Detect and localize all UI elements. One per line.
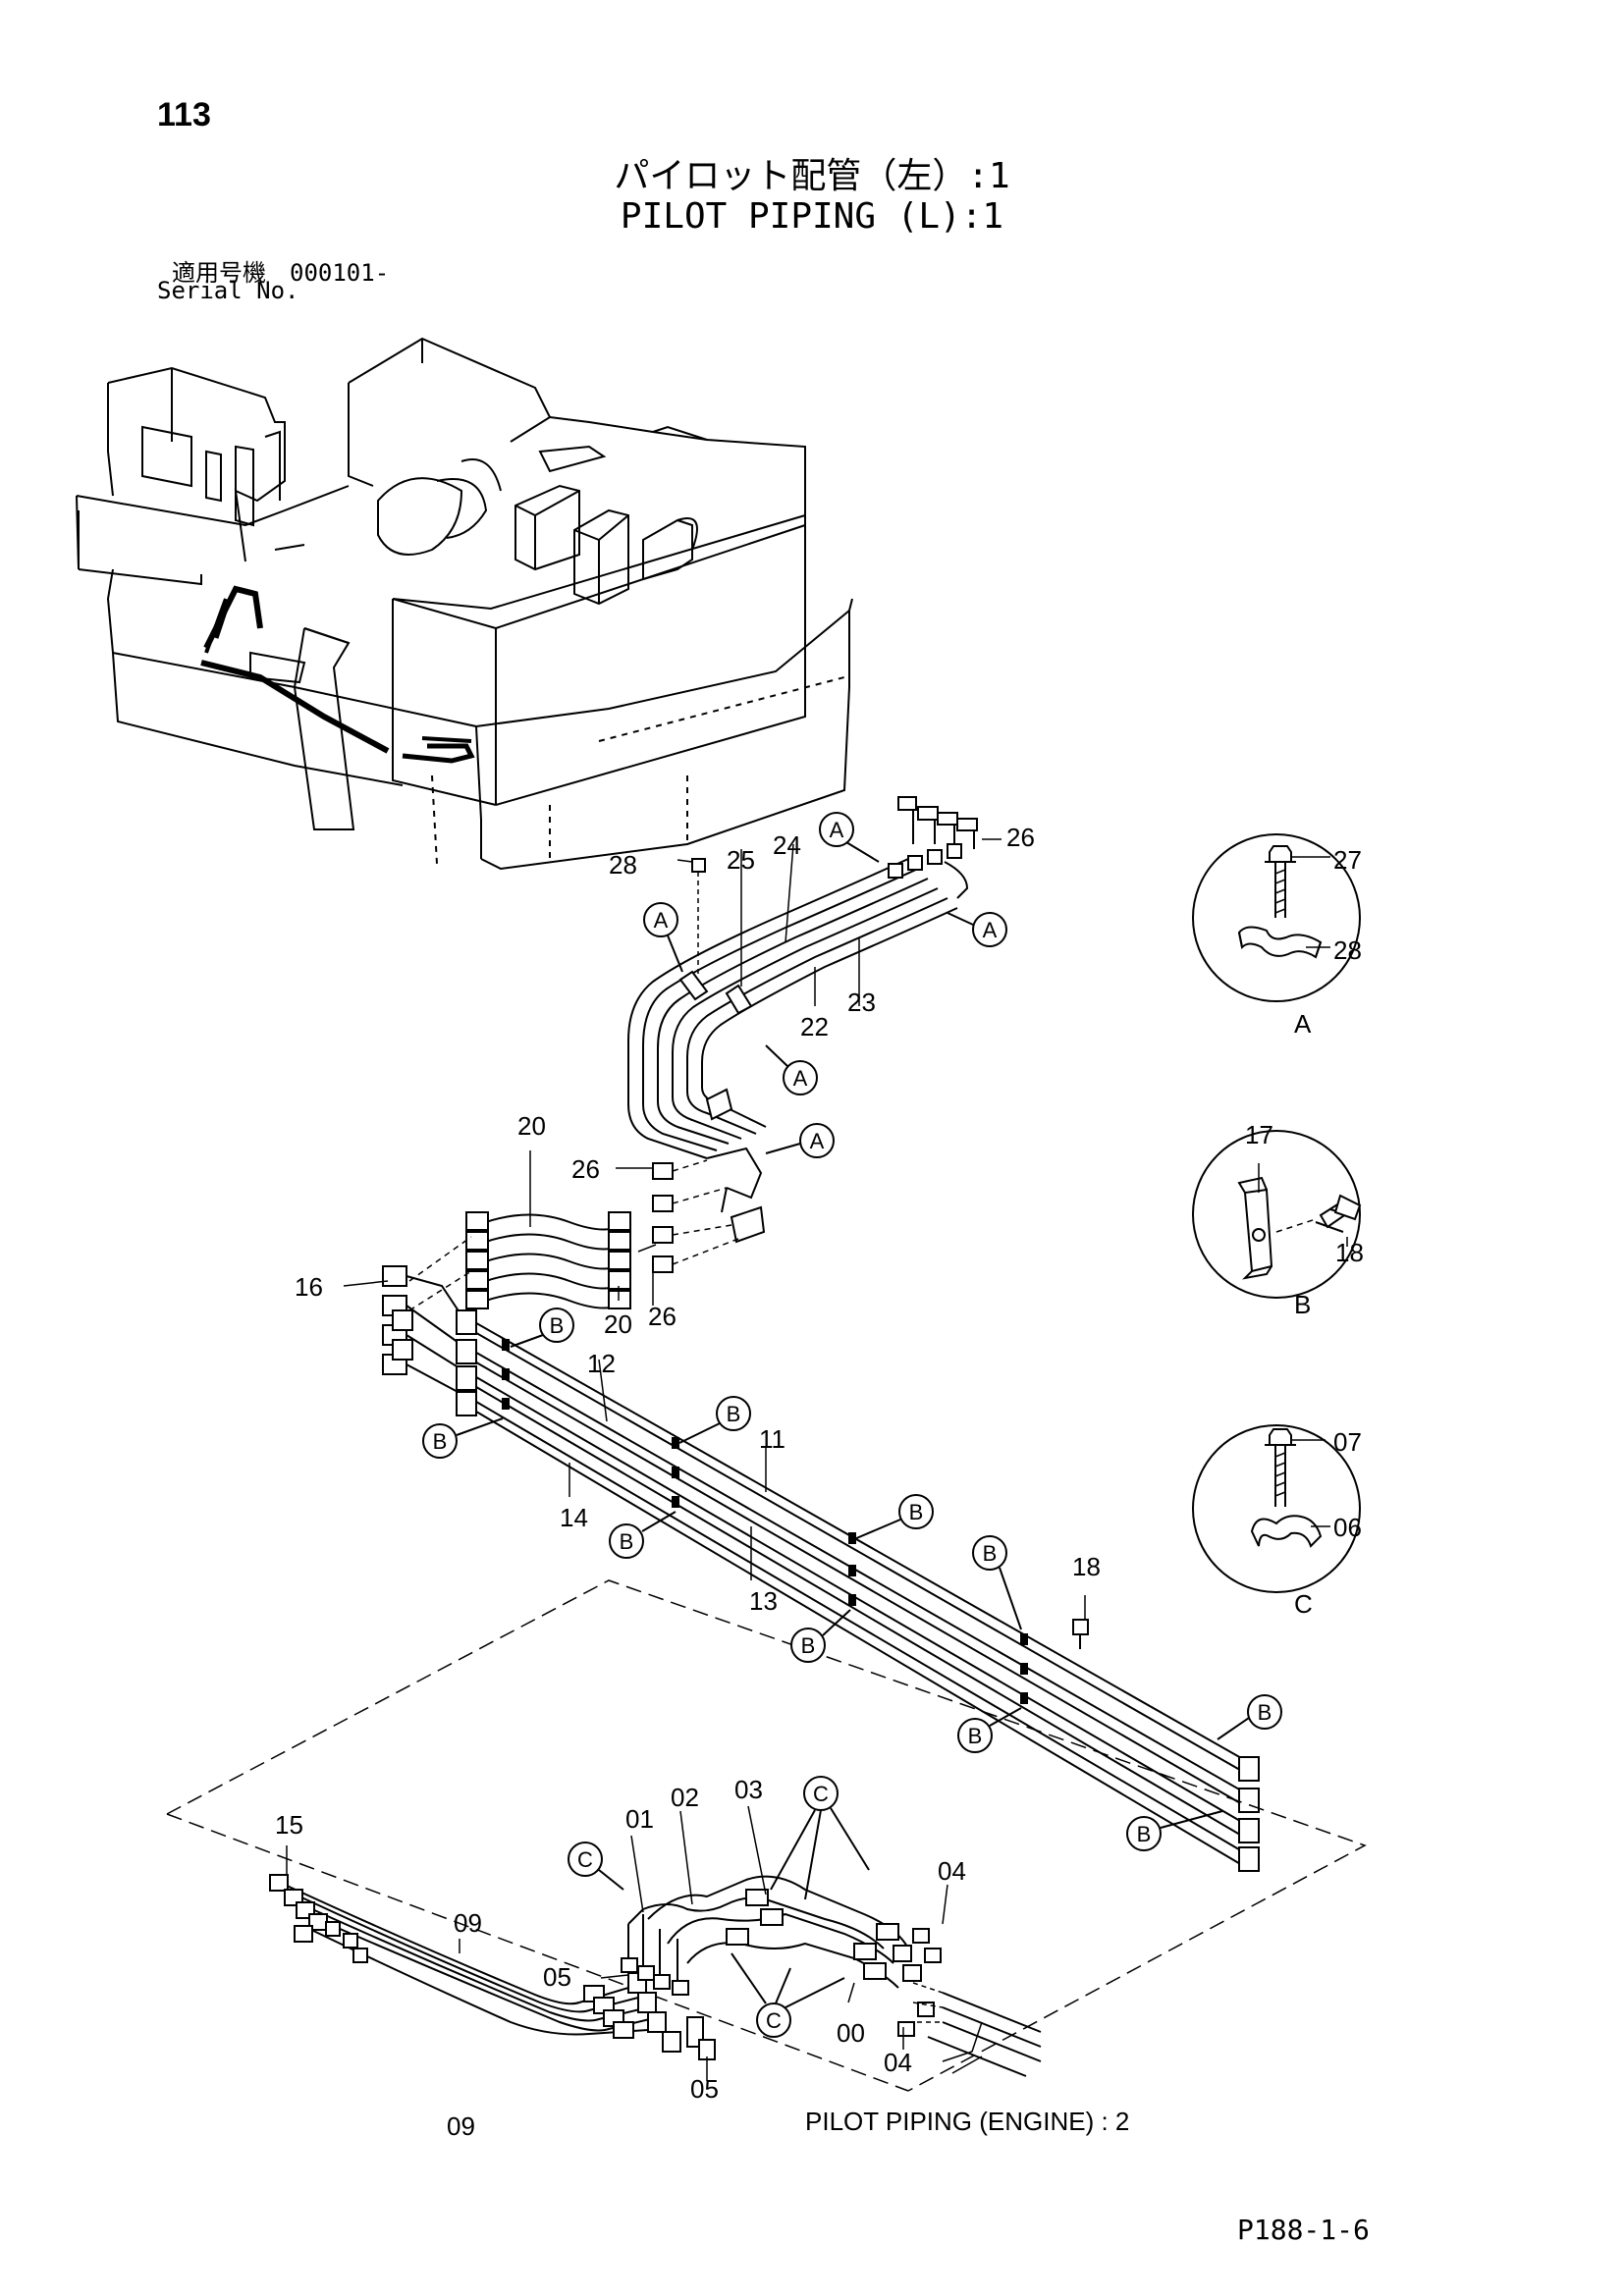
part-20-hoses bbox=[408, 1211, 631, 1311]
upper-pilot-hoses bbox=[627, 796, 978, 1273]
callout-a-3-letter: A bbox=[983, 918, 998, 942]
figure-code: P188-1-6 bbox=[1237, 2214, 1370, 2246]
label-part-16: 16 bbox=[295, 1272, 323, 1302]
callout-a-3 bbox=[972, 912, 1007, 947]
callout-a-5 bbox=[799, 1123, 835, 1158]
label-detail-c-part-1: 07 bbox=[1333, 1427, 1362, 1457]
lower-frame bbox=[166, 1579, 1367, 2092]
fittings-26-top bbox=[888, 796, 978, 899]
label-part-13: 13 bbox=[749, 1586, 778, 1616]
callouts-c bbox=[568, 1776, 870, 2038]
label-part-09-bottom: 09 bbox=[447, 2111, 475, 2141]
callout-b-1-letter: B bbox=[550, 1313, 565, 1338]
lower-hoses-01-03 bbox=[621, 1875, 1042, 2077]
label-part-11: 11 bbox=[759, 1424, 785, 1454]
callout-a-1 bbox=[819, 812, 854, 847]
detail-circle-c bbox=[1192, 1424, 1361, 1593]
label-part-05-top: 05 bbox=[543, 1962, 571, 1992]
label-part-18-main: 18 bbox=[1072, 1552, 1101, 1581]
callout-b-3-letter: B bbox=[727, 1402, 741, 1426]
label-part-26-top: 26 bbox=[1006, 823, 1035, 852]
detail-circle-b bbox=[1192, 1130, 1361, 1299]
page-number: 113 bbox=[157, 96, 211, 133]
callout-b-8-letter: B bbox=[968, 1724, 983, 1748]
label-detail-c-letter: C bbox=[1294, 1589, 1313, 1619]
title-english: PILOT PIPING (L):1 bbox=[620, 196, 1004, 237]
callout-a-2-letter: A bbox=[654, 908, 669, 933]
label-part-26-middle: 26 bbox=[571, 1154, 600, 1184]
callout-b-8 bbox=[957, 1718, 993, 1753]
label-part-20-bottom: 20 bbox=[604, 1309, 632, 1339]
serial-label-english: Serial No. bbox=[157, 277, 299, 304]
callout-b-6-letter: B bbox=[983, 1541, 998, 1566]
callout-c-1-letter: C bbox=[577, 1847, 593, 1872]
callout-b-5 bbox=[898, 1494, 934, 1529]
label-part-24: 24 bbox=[773, 830, 801, 860]
callout-b-2-letter: B bbox=[433, 1429, 448, 1454]
callout-b-7 bbox=[790, 1628, 826, 1663]
label-detail-b-part-2: 18 bbox=[1335, 1238, 1364, 1267]
callout-b-9-letter: B bbox=[1258, 1700, 1272, 1725]
label-pilot-piping-engine: PILOT PIPING (ENGINE) : 2 bbox=[805, 2107, 1129, 2136]
label-part-23: 23 bbox=[847, 988, 876, 1017]
label-part-04-bottom: 04 bbox=[884, 2048, 912, 2077]
callout-b-5-letter: B bbox=[909, 1500, 924, 1524]
callout-a-1-letter: A bbox=[830, 818, 844, 842]
callout-a-5-letter: A bbox=[810, 1129, 825, 1153]
label-part-22: 22 bbox=[800, 1012, 829, 1041]
callout-a-2 bbox=[643, 902, 678, 937]
callout-b-7-letter: B bbox=[801, 1633, 816, 1658]
label-part-15: 15 bbox=[275, 1810, 303, 1840]
callout-c-1 bbox=[568, 1842, 603, 1877]
label-part-25: 25 bbox=[727, 845, 755, 875]
callouts-b bbox=[422, 1308, 1282, 1851]
label-part-02: 02 bbox=[671, 1783, 699, 1812]
callout-b-2 bbox=[422, 1423, 458, 1459]
label-detail-b-part-1: 17 bbox=[1245, 1120, 1273, 1149]
label-detail-a-part-1: 27 bbox=[1333, 845, 1362, 875]
callout-c-3 bbox=[756, 2002, 791, 2038]
label-part-26-bottom: 26 bbox=[648, 1302, 677, 1331]
label-detail-a-letter: A bbox=[1294, 1009, 1312, 1039]
callout-c-2-letter: C bbox=[813, 1782, 829, 1806]
label-part-20-top: 20 bbox=[517, 1111, 546, 1141]
detail-circle-a bbox=[1192, 833, 1361, 1002]
callout-b-10 bbox=[1126, 1816, 1162, 1851]
callout-b-10-letter: B bbox=[1137, 1822, 1152, 1846]
title-japanese: パイロット配管（左）:1 bbox=[614, 156, 1010, 196]
callout-b-9 bbox=[1247, 1694, 1282, 1730]
callout-b-3 bbox=[716, 1396, 751, 1431]
callout-a-4-letter: A bbox=[793, 1066, 808, 1091]
callout-b-6 bbox=[972, 1535, 1007, 1571]
detail-view-b bbox=[1192, 1130, 1362, 1299]
lower-hoses-09 bbox=[269, 1874, 716, 2060]
label-part-05-bottom: 05 bbox=[690, 2074, 719, 2104]
label-detail-c-part-2: 06 bbox=[1333, 1513, 1362, 1542]
detail-view-a bbox=[1192, 833, 1361, 1002]
callout-c-3-letter: C bbox=[766, 2008, 782, 2033]
machine-overview bbox=[76, 337, 853, 871]
serial-label-japanese: 適用号機 000101- bbox=[172, 259, 390, 287]
label-part-09-top: 09 bbox=[454, 1908, 482, 1938]
label-part-28: 28 bbox=[609, 850, 637, 880]
label-part-01: 01 bbox=[625, 1804, 654, 1834]
callout-a-4 bbox=[783, 1060, 818, 1095]
detail-view-c bbox=[1192, 1424, 1361, 1593]
label-part-04-top: 04 bbox=[938, 1856, 966, 1886]
callout-b-4-letter: B bbox=[620, 1529, 634, 1554]
callout-b-1 bbox=[539, 1308, 574, 1343]
label-detail-b-letter: B bbox=[1294, 1290, 1311, 1319]
main-pipes bbox=[382, 1265, 1260, 1872]
callouts-a bbox=[643, 812, 1007, 1158]
label-part-14: 14 bbox=[560, 1503, 588, 1532]
label-detail-a-part-2: 28 bbox=[1333, 935, 1362, 965]
label-part-03: 03 bbox=[734, 1775, 763, 1804]
callout-b-4 bbox=[609, 1523, 644, 1559]
label-part-12: 12 bbox=[587, 1349, 616, 1378]
label-part-00: 00 bbox=[837, 2018, 865, 2048]
leader-lines bbox=[286, 838, 1086, 2081]
